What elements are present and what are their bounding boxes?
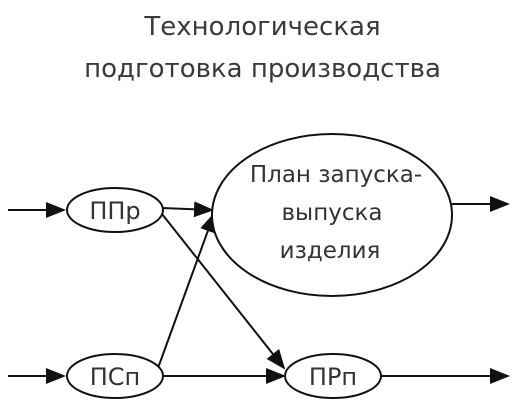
arrow-ppr-to-prp: [161, 213, 286, 370]
arrow-ppr-to-plan: [161, 201, 214, 218]
node-ppr-label: ППр: [89, 197, 140, 225]
node-plan: План запуска- выпуска изделия: [211, 133, 453, 297]
node-psp-label: ПСп: [90, 363, 141, 391]
node-prp-label: ПРп: [309, 363, 357, 391]
diagram-title: Технологическая подготовка производства: [0, 6, 525, 90]
diagram-title-line-1: Технологическая: [144, 12, 381, 42]
node-ppr: ППр: [66, 187, 164, 233]
node-psp: ПСп: [66, 353, 164, 399]
arrow-psp-to-plan: [157, 212, 216, 369]
node-prp: ПРп: [284, 353, 382, 399]
node-plan-label-line-2: выпуска: [282, 200, 383, 226]
diagram-title-line-2: подготовка производства: [84, 54, 441, 84]
node-plan-label-line-1: План запуска-: [250, 162, 422, 188]
node-plan-label-line-3: изделия: [280, 238, 381, 264]
